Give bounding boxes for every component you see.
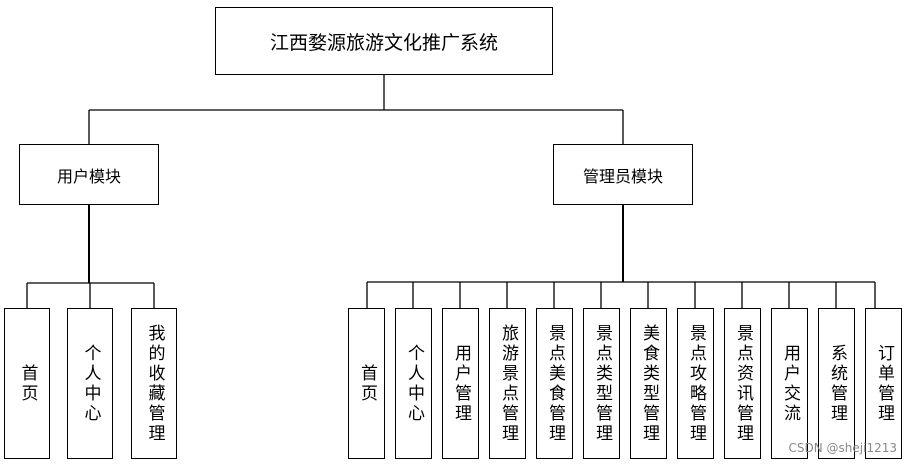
user-leaf-favorites: 我的收藏管理 bbox=[131, 308, 177, 459]
user-module-label: 用户模块 bbox=[56, 166, 121, 186]
admin-leaf-spot-food: 景点美食管理 bbox=[536, 308, 573, 459]
admin-leaf-order-management: 订单管理 bbox=[865, 308, 902, 459]
admin-module-node: 管理员模块 bbox=[553, 144, 693, 205]
root-node: 江西婺源旅游文化推广系统 bbox=[215, 7, 553, 75]
leaf-label: 系统管理 bbox=[827, 343, 847, 424]
leaf-label: 景点资讯管理 bbox=[733, 323, 753, 444]
admin-leaf-home: 首页 bbox=[348, 308, 385, 459]
admin-leaf-personal-center: 个人中心 bbox=[395, 308, 432, 459]
user-module-node: 用户模块 bbox=[19, 144, 159, 205]
admin-leaf-spot-news: 景点资讯管理 bbox=[724, 308, 761, 459]
admin-leaf-food-types: 美食类型管理 bbox=[630, 308, 667, 459]
user-leaf-home: 首页 bbox=[4, 308, 50, 459]
leaf-label: 我的收藏管理 bbox=[144, 323, 165, 444]
admin-module-label: 管理员模块 bbox=[582, 166, 663, 186]
leaf-label: 用户交流 bbox=[780, 343, 800, 424]
admin-leaf-scenic-spots: 旅游景点管理 bbox=[489, 308, 526, 459]
leaf-label: 首页 bbox=[17, 363, 38, 404]
leaf-label: 美食类型管理 bbox=[639, 323, 659, 444]
leaf-label: 景点美食管理 bbox=[545, 323, 565, 444]
leaf-label: 首页 bbox=[357, 363, 377, 404]
leaf-label: 个人中心 bbox=[80, 343, 101, 424]
admin-leaf-user-exchange: 用户交流 bbox=[771, 308, 808, 459]
leaf-label: 用户管理 bbox=[451, 343, 471, 424]
leaf-label: 订单管理 bbox=[874, 343, 894, 424]
admin-leaf-spot-guides: 景点攻略管理 bbox=[677, 308, 714, 459]
user-leaf-personal-center: 个人中心 bbox=[67, 308, 113, 459]
leaf-label: 景点攻略管理 bbox=[686, 323, 706, 444]
admin-leaf-system-management: 系统管理 bbox=[818, 308, 855, 459]
leaf-label: 旅游景点管理 bbox=[498, 323, 518, 444]
leaf-label: 个人中心 bbox=[404, 343, 424, 424]
leaf-label: 景点类型管理 bbox=[592, 323, 612, 444]
watermark: CSDN @sheji1213 bbox=[788, 441, 897, 455]
admin-leaf-spot-types: 景点类型管理 bbox=[583, 308, 620, 459]
admin-leaf-user-management: 用户管理 bbox=[442, 308, 479, 459]
root-label: 江西婺源旅游文化推广系统 bbox=[269, 31, 498, 54]
